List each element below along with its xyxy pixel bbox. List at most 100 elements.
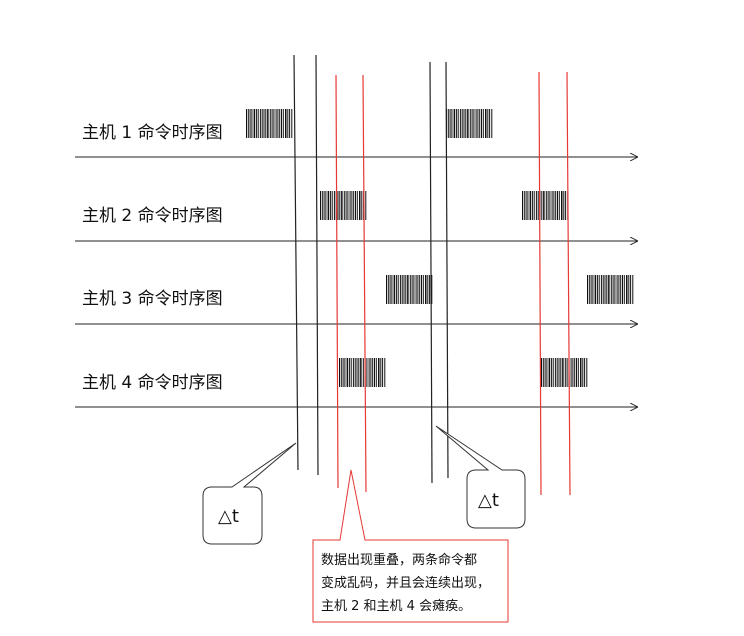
- row-label-host-2: 主机 2 命令时序图: [82, 206, 223, 226]
- barcode-stripe: [349, 191, 351, 220]
- timelines: [75, 157, 637, 407]
- barcode-stripe: [525, 191, 527, 220]
- barcode-stripe: [587, 275, 588, 304]
- barcode-stripe: [429, 275, 431, 304]
- barcode-stripe: [251, 109, 253, 138]
- barcode-stripe: [632, 275, 634, 304]
- barcode-stripe: [325, 191, 327, 220]
- barcode-stripe: [457, 109, 459, 138]
- barcode-stripe: [561, 191, 563, 220]
- barcode-stripe: [289, 109, 291, 138]
- barcode-stripe: [399, 275, 401, 304]
- overlap-note-box: [312, 469, 509, 623]
- barcode-stripe: [630, 275, 632, 304]
- barcode-stripe: [447, 109, 449, 138]
- barcode-stripe: [343, 191, 345, 220]
- barcode-stripe: [580, 358, 582, 387]
- barcode-stripe: [249, 109, 251, 138]
- black-marker-2: [315, 54, 319, 476]
- black-marker-1: [293, 54, 299, 471]
- barcode-stripe: [323, 191, 325, 220]
- barcode-stripe: [588, 275, 590, 304]
- barcode-stripe: [602, 275, 604, 304]
- barcode-stripe: [598, 275, 600, 304]
- delta-t-callout-2-bubble: [435, 425, 526, 529]
- barcode-stripe: [337, 191, 339, 220]
- barcode-stripe: [267, 109, 269, 138]
- barcode-stripe: [600, 275, 602, 304]
- barcode-stripe: [550, 358, 552, 387]
- barcode-stripe: [461, 109, 463, 138]
- barcode-stripe: [393, 275, 396, 304]
- barcode-stripe: [259, 109, 261, 138]
- barcode-stripe: [348, 358, 350, 387]
- barcode-stripe: [411, 275, 413, 304]
- delta-t-callout-1: △t: [202, 442, 297, 545]
- barcode-stripe: [552, 358, 554, 387]
- barcode-stripe: [572, 358, 574, 387]
- barcode-stripe: [485, 109, 487, 138]
- barcode-stripe: [333, 191, 335, 220]
- barcode-stripe: [425, 275, 427, 304]
- overlap-note-line-2: 变成乱码，并且会连续出现，: [321, 575, 490, 591]
- barcode-stripe: [347, 191, 349, 220]
- barcode-stripe: [541, 358, 542, 387]
- barcode-stripe: [275, 109, 277, 138]
- barcode-stripe: [352, 358, 354, 387]
- barcode-stripe: [339, 191, 341, 220]
- barcode-stripe: [342, 358, 344, 387]
- barcode-stripe: [331, 191, 333, 220]
- barcode-stripe: [628, 275, 630, 304]
- barcode-stripe: [340, 358, 342, 387]
- barcode-stripe: [263, 109, 265, 138]
- barcode-stripe: [365, 191, 367, 220]
- barcode-stripe: [355, 191, 356, 220]
- barcode-stripe: [358, 358, 360, 387]
- barcode-stripe: [409, 275, 411, 304]
- black-marker-4: [445, 61, 449, 479]
- barcode-stripe: [564, 358, 566, 387]
- barcode-stripe: [327, 191, 330, 220]
- barcode-stripe: [261, 109, 263, 138]
- barcode-stripe: [455, 109, 457, 138]
- red-marker-4: [566, 71, 571, 496]
- barcode-stripe: [545, 191, 547, 220]
- barcode-stripe: [487, 109, 489, 138]
- barcode-stripe: [287, 109, 289, 138]
- delta-t-callout-1-label: △t: [218, 506, 239, 527]
- barcode-stripe: [610, 275, 612, 304]
- barcode-stripe: [467, 109, 469, 138]
- barcode-stripe: [415, 275, 417, 304]
- barcode-stripe: [558, 358, 560, 387]
- barcode-stripe: [356, 191, 358, 220]
- barcode-stripe: [473, 109, 475, 138]
- barcode-stripe: [356, 358, 358, 387]
- barcode-stripe: [341, 191, 343, 220]
- barcode-stripe: [566, 358, 568, 387]
- barcode-stripe: [380, 358, 382, 387]
- barcode-stripe: [453, 109, 456, 138]
- overlap-note: 数据出现重叠，两条命令都 变成乱码，并且会连续出现， 主机 2 和主机 4 会瘫…: [312, 469, 509, 623]
- barcode-stripe: [537, 191, 539, 220]
- row-label-host-1: 主机 1 命令时序图: [82, 123, 223, 143]
- barcode-stripe: [620, 275, 622, 304]
- barcode-stripe: [551, 191, 553, 220]
- barcode-stripe: [523, 191, 525, 220]
- barcode-stripe: [475, 109, 477, 138]
- barcode-stripe: [321, 191, 323, 220]
- black-markers: [293, 54, 449, 484]
- barcode-stripe: [271, 109, 273, 138]
- barcode-stripe: [273, 109, 275, 138]
- barcode-stripe: [368, 358, 370, 387]
- barcode-stripe: [533, 191, 535, 220]
- barcode-stripe: [584, 358, 586, 387]
- barcode-stripe: [421, 275, 422, 304]
- barcode-stripe: [479, 109, 481, 138]
- command-blocks: [246, 109, 634, 387]
- row-label-host-4: 主机 4 命令时序图: [82, 373, 223, 393]
- barcode-stripe: [353, 191, 355, 220]
- barcode-stripe: [403, 275, 405, 304]
- barcode-stripe: [542, 358, 544, 387]
- barcode-stripe: [351, 191, 353, 220]
- barcode-stripe: [255, 109, 257, 138]
